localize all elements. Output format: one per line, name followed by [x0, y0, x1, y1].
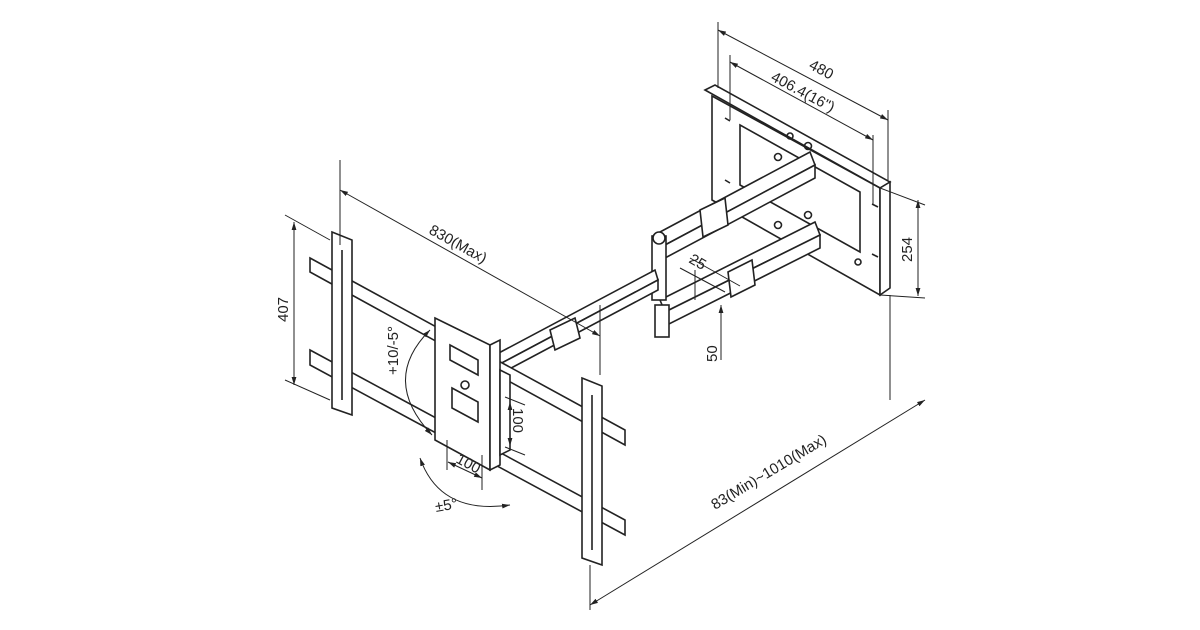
- label-25: 25: [686, 251, 709, 274]
- articulating-arms: [494, 150, 822, 377]
- label-50: 50: [704, 345, 721, 362]
- tv-bracket-plate: [434, 316, 511, 472]
- label-vesa-v: 100: [509, 408, 526, 433]
- label-254: 254: [899, 237, 916, 262]
- label-tilt: +10/-5°: [385, 326, 402, 375]
- label-swivel: ±5°: [434, 495, 459, 516]
- label-830: 830(Max): [426, 222, 490, 268]
- label-407: 407: [275, 297, 292, 322]
- label-extension: 83(Min)~1010(Max): [708, 431, 829, 513]
- dimension-lines: [284, 22, 926, 610]
